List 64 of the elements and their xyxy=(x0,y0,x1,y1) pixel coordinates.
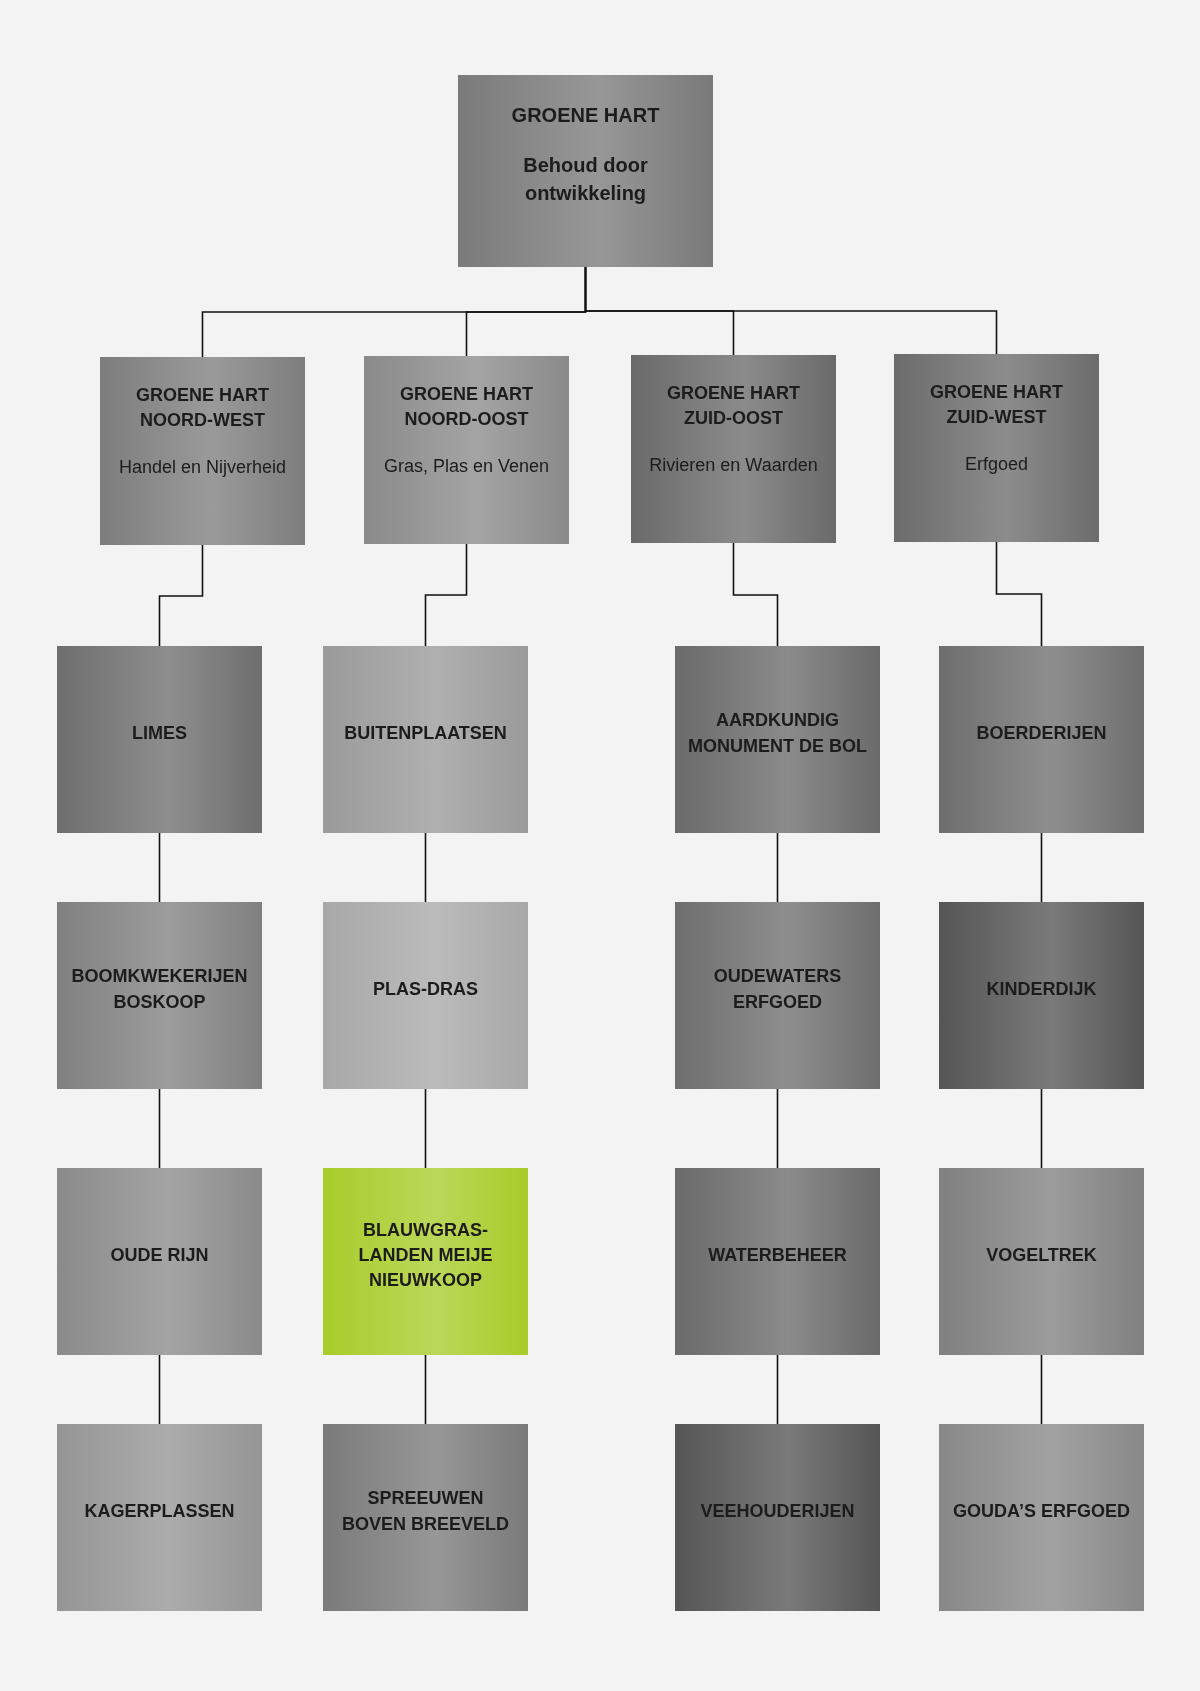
category-box xyxy=(675,1424,880,1611)
connector-line xyxy=(1040,832,1043,903)
category-box xyxy=(57,646,262,833)
connector-line xyxy=(158,832,161,903)
category-box xyxy=(631,355,836,543)
connector-line xyxy=(776,1088,779,1169)
connector-line xyxy=(158,1088,161,1169)
category-box xyxy=(364,356,569,544)
box-heading: GROENE HART NOORD-OOST xyxy=(399,383,534,432)
connector-line xyxy=(732,542,779,647)
connector-line xyxy=(424,543,468,647)
box-heading: GROENE HART xyxy=(511,103,660,128)
category-box xyxy=(939,902,1144,1089)
connector-line xyxy=(158,1354,161,1425)
box-heading: OUDE RIJN xyxy=(110,1243,209,1267)
box-heading: GROENE HART ZUID-OOST xyxy=(666,382,801,431)
category-box xyxy=(323,902,528,1089)
box-subtitle: Rivieren en Waarden xyxy=(649,454,818,478)
connector-line xyxy=(584,266,998,355)
connector-line xyxy=(776,832,779,903)
connector-line xyxy=(424,1088,427,1169)
category-box xyxy=(57,902,262,1089)
category-box xyxy=(458,75,713,267)
category-box xyxy=(57,1424,262,1611)
box-heading: KAGERPLASSEN xyxy=(84,1499,235,1523)
box-heading: GOUDA’S ERFGOED xyxy=(953,1499,1130,1523)
connector-line xyxy=(1040,1354,1043,1425)
box-heading: SPREEUWEN BOVEN BREEVELD xyxy=(341,1487,510,1536)
category-box xyxy=(323,646,528,833)
category-box xyxy=(894,354,1099,542)
box-heading: WATERBEHEER xyxy=(708,1243,847,1267)
box-heading: BOOMKWEKERIJEN BOSKOOP xyxy=(70,965,249,1014)
connector-line xyxy=(776,1354,779,1425)
box-heading: BLAUWGRAS- LANDEN MEIJE NIEUWKOOP xyxy=(357,1218,494,1293)
box-heading: PLAS-DRAS xyxy=(373,977,478,1001)
box-subtitle: Erfgoed xyxy=(964,453,1028,477)
category-box xyxy=(100,357,305,545)
connector-line xyxy=(158,544,204,647)
category-box xyxy=(675,646,880,833)
box-heading: GROENE HART ZUID-WEST xyxy=(929,381,1064,430)
connector-line xyxy=(424,832,427,903)
connector-line xyxy=(995,541,1043,647)
category-box xyxy=(675,902,880,1089)
box-heading: VOGELTREK xyxy=(986,1243,1097,1267)
category-box xyxy=(57,1168,262,1355)
box-heading: BOERDERIJEN xyxy=(976,721,1107,745)
box-heading: OUDEWATERS ERFGOED xyxy=(712,965,843,1014)
box-subtitle: Gras, Plas en Venen xyxy=(383,455,550,479)
box-heading: LIMES xyxy=(132,721,187,745)
connector-line xyxy=(1040,1088,1043,1169)
box-heading: KINDERDIJK xyxy=(986,977,1097,1001)
category-box xyxy=(939,646,1144,833)
box-heading: BUITENPLAATSEN xyxy=(344,721,507,745)
box-heading: GROENE HART NOORD-WEST xyxy=(135,384,270,433)
connector-line xyxy=(424,1354,427,1425)
category-box xyxy=(939,1168,1144,1355)
category-box xyxy=(675,1168,880,1355)
box-subtitle: Handel en Nijverheid xyxy=(118,456,287,480)
category-box xyxy=(939,1424,1144,1611)
box-heading: VEEHOUDERIJEN xyxy=(700,1499,855,1523)
category-box xyxy=(323,1168,528,1355)
category-box xyxy=(323,1424,528,1611)
box-subtitle: Behoud door ontwikkeling xyxy=(522,153,649,206)
box-heading: AARDKUNDIG MONUMENT DE BOL xyxy=(687,709,868,758)
